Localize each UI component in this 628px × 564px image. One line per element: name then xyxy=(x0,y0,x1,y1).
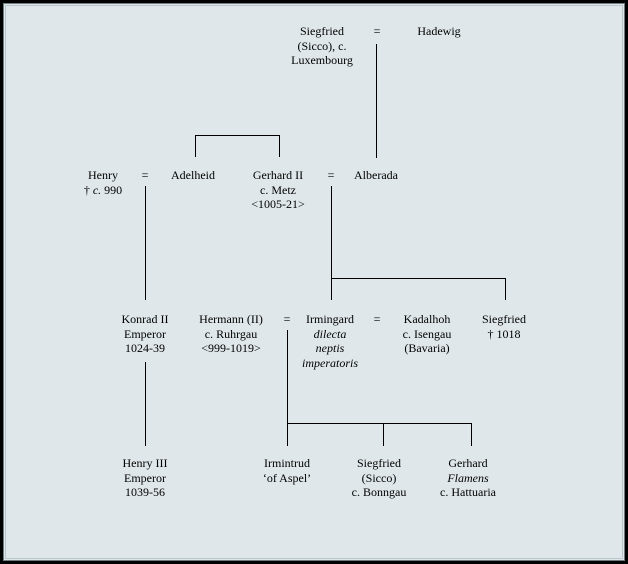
sibling-bracket-right-leg xyxy=(279,135,280,157)
person-alberada: Alberada xyxy=(354,168,398,182)
child-drop-siegfried-1018 xyxy=(505,278,506,300)
children-bar-gerhard-alberada xyxy=(331,278,506,279)
person-hermann-ii: Hermann (II) c. Ruhrgau <999-1019> xyxy=(199,312,263,355)
child-drop-gerhard xyxy=(471,423,472,446)
person-henry: Henry † c. 990 xyxy=(83,168,123,197)
person-siegfried-1018: Siegfried † 1018 xyxy=(482,312,526,341)
descent-line-gerhard-alberada xyxy=(331,186,332,300)
person-hadewig: Hadewig xyxy=(417,24,461,38)
person-henry-iii: Henry III Emperor 1039-56 xyxy=(122,456,168,499)
sibling-bracket-bar xyxy=(195,135,280,136)
person-siegfried-sicco-luxembourg: Siegfried (Sicco), c. Luxembourg xyxy=(291,24,353,67)
person-adelheid: Adelheid xyxy=(171,168,215,182)
family-tree-diagram: Siegfried (Sicco), c. Luxembourg = Hadew… xyxy=(3,3,625,561)
child-drop-siegfried-sicco xyxy=(383,423,384,446)
person-irmintrud: Irmintrud ‘of Aspel’ xyxy=(262,456,312,485)
person-gerhard-ii: Gerhard II c. Metz <1005-21> xyxy=(251,168,305,211)
descent-line-henry-adelheid xyxy=(145,186,146,300)
children-bar-hermann-irmingard xyxy=(287,423,472,424)
person-irmingard: Irmingard dilecta neptis imperatoris xyxy=(301,312,359,370)
person-kadalhoh: Kadalhoh c. Isengau (Bavaria) xyxy=(402,312,452,355)
marriage-sign-hermann-irmingard: = xyxy=(283,312,291,326)
marriage-sign-irmingard-kadalhoh: = xyxy=(373,312,381,326)
descent-line-siegfried-hadewig xyxy=(376,44,377,158)
person-konrad-ii: Konrad II Emperor 1024-39 xyxy=(121,312,169,355)
descent-line-hermann-irmingard xyxy=(287,330,288,446)
marriage-sign-henry-adelheid: = xyxy=(141,168,149,182)
person-gerhard-flamens: Gerhard Flamens c. Hattuaria xyxy=(440,456,496,499)
marriage-sign-siegfried-hadewig: = xyxy=(373,24,381,38)
descent-line-konrad xyxy=(145,362,146,446)
person-siegfried-sicco-bonngau: Siegfried (Sicco) c. Bonngau xyxy=(351,456,407,499)
marriage-sign-gerhard-alberada: = xyxy=(327,168,335,182)
sibling-bracket-left-leg xyxy=(195,135,196,157)
